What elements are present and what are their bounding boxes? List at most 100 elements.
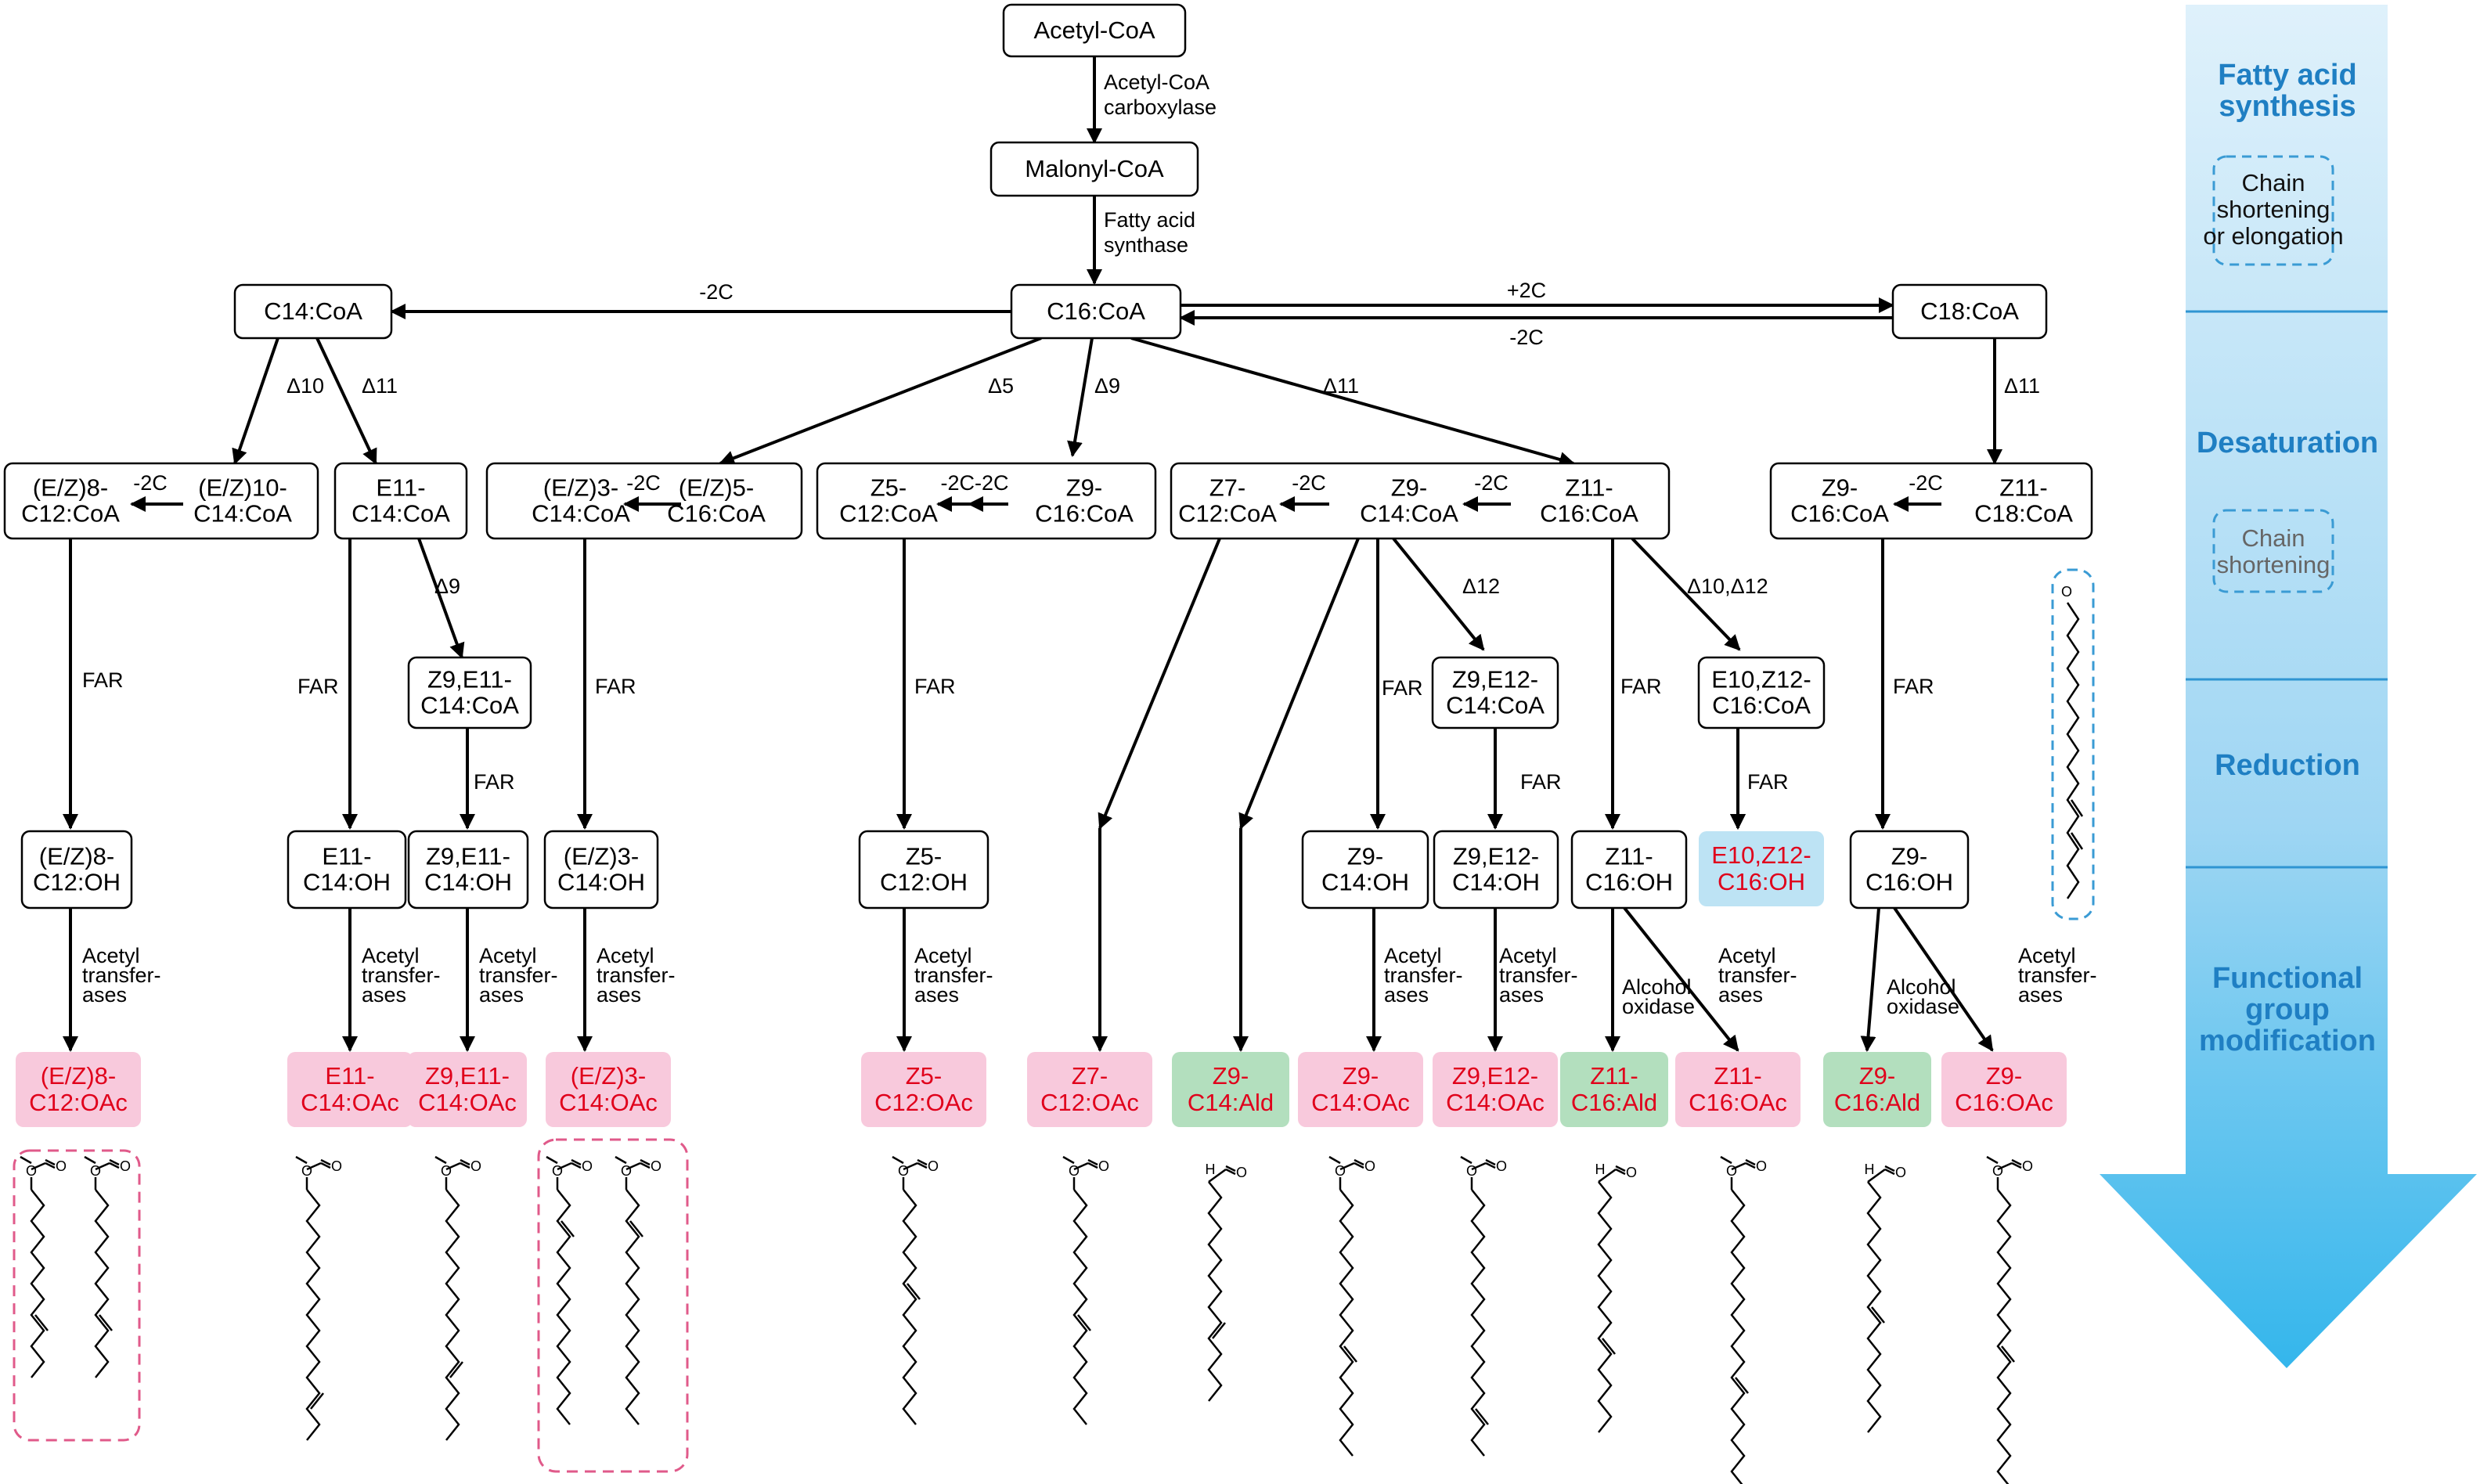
stage-label: Fatty acid <box>2218 59 2356 92</box>
oxygen-label: O <box>928 1158 939 1174</box>
far-label: FAR <box>474 770 515 794</box>
edges <box>63 56 2002 1052</box>
isomer-dashed-box <box>13 1149 141 1442</box>
hydrogen-label: H <box>1865 1162 1875 1177</box>
product-label: Z9- <box>1859 1062 1896 1090</box>
acetyltransferase-label: Acetyl <box>82 944 140 967</box>
node-box <box>1769 462 2093 540</box>
node-ez3-ez5: (E/Z)3-C14:CoA(E/Z)5-C16:CoA <box>485 462 803 540</box>
shortening-label: -2C <box>133 471 168 495</box>
node-e10z12-c16coa: E10,Z12-C16:CoA <box>1697 656 1826 729</box>
oxygen-label: O <box>1236 1165 1247 1180</box>
node-label: (E/Z)10- <box>198 474 287 502</box>
node-label: Z9- <box>1347 843 1384 870</box>
product-label: C16:OAc <box>1955 1089 2053 1116</box>
node-label: E11- <box>322 843 371 870</box>
oxygen-label: O <box>120 1158 131 1174</box>
node-box <box>1002 3 1187 58</box>
product-label: C14:Ald <box>1188 1089 1274 1116</box>
node-label: Z5- <box>871 474 907 502</box>
node-z9-c14oh: Z9-C14:OH <box>1301 830 1429 909</box>
node-label: C16:CoA <box>1712 692 1811 719</box>
oxygen-label: O <box>651 1158 661 1174</box>
far-label: FAR <box>595 675 636 698</box>
delta9-label: Δ9 <box>434 575 460 598</box>
acc-label: Acetyl-CoA <box>1104 70 1209 94</box>
node-ez8-ez10: (E/Z)8-C12:CoA(E/Z)10-C14:CoA <box>3 462 319 540</box>
product-box <box>1027 1052 1152 1127</box>
product-aldehyde: Z9-C14:Ald <box>1172 1052 1289 1127</box>
stage-label: Desaturation <box>2197 427 2378 459</box>
node-box <box>1849 830 1970 909</box>
node-box <box>1433 830 1559 909</box>
node-box <box>407 656 532 729</box>
node-label: (E/Z)3- <box>543 474 618 502</box>
alcohol-dashed-box <box>2051 568 2095 920</box>
acc-label: carboxylase <box>1104 95 1217 119</box>
node-label: C16:CoA <box>667 500 766 528</box>
node-label: C18:CoA <box>1920 297 2019 325</box>
acetyltransferase-label: Acetyl <box>2018 944 2076 967</box>
node-box <box>1010 283 1182 340</box>
shortening-label: -2C-2C <box>940 471 1008 495</box>
acetyltransferase-label: ases <box>597 983 641 1007</box>
product-label: Z11- <box>1714 1062 1761 1090</box>
chain-note-box-2 <box>2212 509 2334 593</box>
oxygen-label: O <box>552 1163 563 1179</box>
alcohol-oxidase-label: Alcohol <box>1622 975 1692 999</box>
node-label: C14:CoA <box>351 500 450 528</box>
product-box <box>287 1052 413 1127</box>
node-box <box>287 830 407 909</box>
node-label: C14:CoA <box>193 500 292 528</box>
product-acetate: Z9-C16:OAc <box>1941 1052 2067 1127</box>
oxygen-label: O <box>1069 1163 1080 1179</box>
node-label: C14:CoA <box>420 692 519 719</box>
node-c16-coa: C16:CoA <box>1010 283 1182 340</box>
product-label: C12:OAc <box>1040 1089 1139 1116</box>
oxygen-label: O <box>1626 1165 1637 1180</box>
product-box <box>861 1052 986 1127</box>
alcohol-oxidase-label: oxidase <box>1622 995 1695 1018</box>
product-acetate: Z11-C16:OAc <box>1675 1052 1801 1127</box>
plus2c-label: +2C <box>1507 279 1546 302</box>
acetyltransferase-label: transfer- <box>1384 964 1463 987</box>
acetyltransferase-label: Acetyl <box>597 944 654 967</box>
node-ez3-c14oh: (E/Z)3-C14:OH <box>543 830 659 909</box>
node-box <box>1891 283 2048 340</box>
oxygen-label: O <box>441 1163 452 1179</box>
node-box <box>858 830 989 909</box>
node-label: C14:OH <box>1321 869 1409 896</box>
node-box <box>1301 830 1429 909</box>
product-label: Z5- <box>906 1062 943 1090</box>
product-box <box>1433 1052 1558 1127</box>
far-label: FAR <box>297 675 339 698</box>
oxygen-label: O <box>1726 1163 1737 1179</box>
stage-label: modification <box>2199 1025 2376 1057</box>
product-acetate: Z7-C12:OAc <box>1027 1052 1152 1127</box>
product-label: C16:OH <box>1718 868 1805 895</box>
product-box <box>1675 1052 1801 1127</box>
product-label: C12:OAc <box>29 1089 128 1116</box>
stage-note: shortening <box>2217 196 2330 223</box>
product-label: C16:Ald <box>1834 1089 1920 1116</box>
node-label: Z9- <box>1891 843 1928 870</box>
oxygen-label: O <box>301 1163 312 1179</box>
minus2c-label: -2C <box>1509 326 1544 349</box>
node-label: Z9- <box>1066 474 1103 502</box>
node-acetyl-coa: Acetyl-CoA <box>1002 3 1187 58</box>
product-box <box>1941 1052 2067 1127</box>
product-label: Z9,E12- <box>1452 1062 1538 1090</box>
node-label: C16:CoA <box>1047 297 1145 325</box>
oxygen-label: O <box>898 1163 909 1179</box>
far-label: FAR <box>1620 675 1662 698</box>
node-label: C16:CoA <box>1540 500 1638 528</box>
stage-label: Reduction <box>2215 749 2360 782</box>
node-label: E11- <box>376 474 425 502</box>
